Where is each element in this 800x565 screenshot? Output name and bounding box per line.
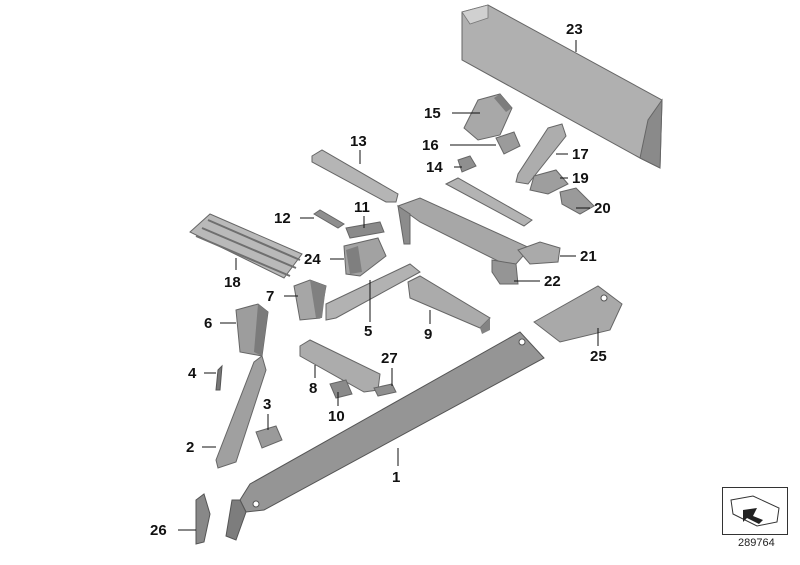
direction-arrow-icon — [722, 487, 788, 535]
label-part-7: 7 — [266, 288, 275, 305]
label-part-19: 19 — [572, 170, 589, 187]
label-part-25: 25 — [590, 348, 607, 365]
label-part-24: 24 — [304, 251, 321, 268]
label-part-15: 15 — [424, 105, 441, 122]
part-12-strap — [313, 209, 345, 229]
label-part-16: 16 — [422, 137, 439, 154]
part-24-bracket — [343, 237, 387, 277]
label-part-11: 11 — [354, 199, 370, 216]
part-1-side-sill — [225, 331, 545, 541]
part-19-bracket — [529, 169, 569, 195]
part-18-floor-section — [189, 213, 303, 279]
part-27-clip — [373, 383, 397, 397]
label-part-1: 1 — [392, 469, 401, 486]
part-3-bracket — [255, 425, 283, 449]
label-part-9: 9 — [424, 326, 433, 343]
label-part-6: 6 — [204, 315, 213, 332]
part-11-plate — [345, 221, 385, 239]
label-part-23: 23 — [566, 21, 583, 38]
part-25-panel — [533, 285, 623, 343]
label-part-27: 27 — [381, 350, 398, 367]
label-part-22: 22 — [544, 273, 561, 290]
part-23-rear-panel — [461, 4, 663, 169]
part-21-bracket — [517, 241, 561, 265]
part-10-plate — [329, 379, 353, 399]
label-part-18: 18 — [224, 274, 241, 291]
label-part-20: 20 — [594, 200, 611, 217]
part-17-strut — [515, 123, 567, 185]
part-26-bracket — [195, 493, 211, 545]
part-2-rail — [215, 355, 267, 469]
label-part-4: 4 — [188, 365, 197, 382]
part-4-strip — [215, 364, 223, 391]
leader-lines — [178, 40, 599, 531]
part-9-beam — [407, 275, 491, 334]
part-6-post — [235, 303, 269, 357]
part-14-clip — [457, 155, 477, 173]
part-16-plate — [495, 131, 521, 155]
label-part-3: 3 — [263, 396, 272, 413]
label-part-8: 8 — [309, 380, 318, 397]
label-part-21: 21 — [580, 248, 597, 265]
label-part-13: 13 — [350, 133, 367, 150]
part-22-crossmember — [396, 177, 533, 285]
label-part-14: 14 — [426, 159, 443, 176]
label-part-17: 17 — [572, 146, 589, 163]
part-15-bracket — [463, 93, 513, 141]
part-13-rail — [311, 149, 399, 203]
part-7-post — [293, 279, 327, 321]
label-part-5: 5 — [364, 323, 373, 340]
label-part-2: 2 — [186, 439, 195, 456]
part-5-beam — [325, 263, 421, 321]
label-part-26: 26 — [150, 522, 167, 539]
part-20-bracket — [559, 187, 595, 215]
label-part-12: 12 — [274, 210, 291, 227]
label-part-10: 10 — [328, 408, 345, 425]
reference-number: 289764 — [738, 537, 775, 549]
